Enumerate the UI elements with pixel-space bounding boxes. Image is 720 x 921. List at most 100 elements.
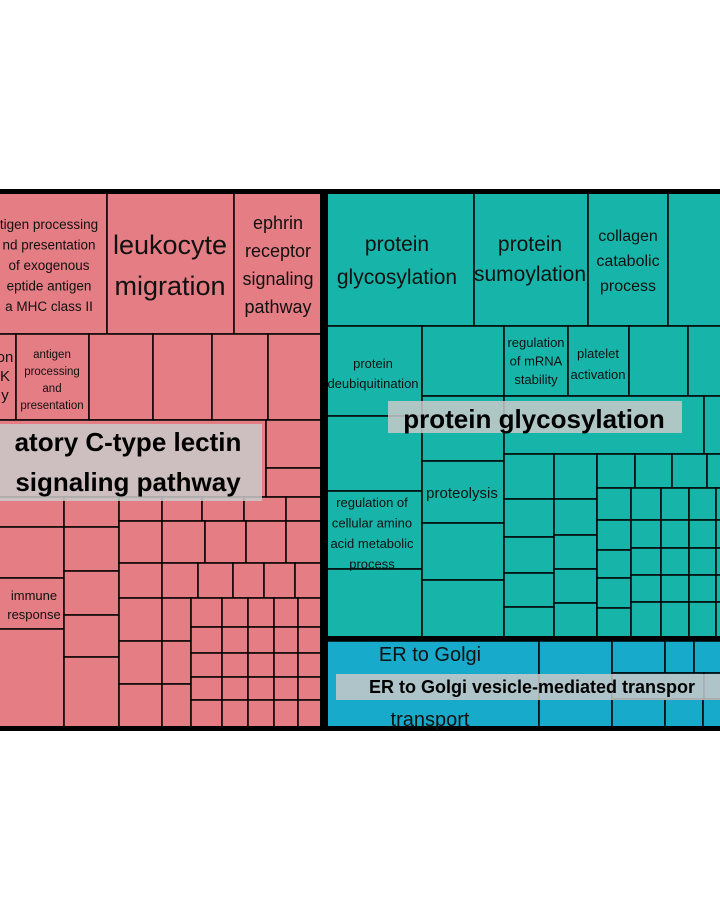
term-label: activation	[571, 367, 626, 382]
treemap-cell	[596, 519, 632, 551]
term-label: pathway	[244, 297, 311, 317]
treemap-cell	[660, 487, 690, 521]
treemap-cell	[265, 419, 322, 469]
treemap-cell	[596, 577, 632, 609]
treemap-cell	[664, 640, 695, 674]
term-label: sumoylation	[474, 263, 586, 286]
treemap-cell	[273, 597, 299, 628]
term-label: ER to Golgi	[379, 644, 481, 666]
term-label: processing	[24, 366, 80, 378]
treemap-cell	[421, 460, 505, 524]
treemap-cell	[688, 547, 717, 576]
term-label: migration	[114, 271, 225, 301]
term-label: protein	[365, 233, 429, 256]
treemap-cell	[0, 526, 65, 579]
treemap-cell	[421, 579, 505, 638]
group-border	[323, 636, 720, 731]
treemap-cell	[715, 601, 720, 638]
treemap-cell	[715, 574, 720, 603]
group-label: protein glycosylation	[403, 404, 665, 434]
term-label: y	[1, 387, 9, 404]
treemap-cell	[671, 453, 708, 489]
term-label: transport	[391, 709, 470, 731]
treemap-cell	[628, 325, 689, 397]
treemap-cell	[596, 487, 632, 521]
treemap-cell	[265, 467, 322, 498]
treemap-cell	[267, 333, 322, 421]
treemap-cell	[247, 699, 275, 728]
treemap-cell	[0, 496, 65, 528]
treemap-cell	[473, 192, 589, 327]
treemap-cell	[297, 626, 322, 654]
term-label: K	[0, 368, 10, 385]
term-label: ephrin	[253, 213, 303, 233]
treemap-cell	[297, 652, 322, 678]
treemap-cell	[211, 333, 269, 421]
treemap-cell	[421, 325, 505, 397]
treemap-cell	[553, 602, 598, 638]
treemap-cell	[567, 325, 630, 397]
term-label: process	[600, 278, 656, 295]
treemap-cell	[596, 549, 632, 579]
treemap-cell	[703, 395, 720, 455]
group-label-background	[336, 674, 720, 700]
treemap-cell	[688, 519, 717, 549]
treemap-cell	[190, 597, 223, 628]
treemap-cell	[63, 526, 120, 572]
treemap-cell	[660, 601, 690, 638]
group-label-background	[0, 424, 262, 501]
treemap-cell	[88, 333, 154, 421]
treemap-cell	[596, 607, 632, 638]
treemap-cell	[118, 520, 163, 564]
treemap-cell	[503, 325, 569, 397]
term-label: eptide antigen	[7, 279, 92, 294]
treemap-cell	[263, 562, 296, 599]
treemap-cell	[553, 498, 598, 536]
treemap-cell	[297, 597, 322, 628]
treemap-cell	[233, 192, 322, 335]
treemap-cell	[221, 652, 249, 678]
treemap-cell	[273, 626, 299, 654]
term-label: nd presentation	[2, 238, 95, 253]
treemap-cell	[611, 640, 666, 674]
treemap-cell	[503, 606, 555, 638]
treemap-cell	[273, 652, 299, 678]
term-label: receptor	[245, 241, 311, 261]
term-label: collagen	[598, 228, 658, 245]
term-label: leukocyte	[113, 230, 227, 260]
treemap-cell	[161, 683, 192, 728]
term-label: presentation	[20, 400, 83, 412]
treemap-cell	[118, 683, 163, 728]
term-label: acid metabolic	[330, 536, 414, 551]
treemap-cell	[688, 574, 717, 603]
treemap-cell	[247, 652, 275, 678]
treemap-cell	[664, 698, 704, 728]
term-label: and	[42, 383, 61, 395]
term-label: immune	[11, 588, 57, 603]
term-label: a MHC class II	[5, 299, 93, 314]
treemap-cell	[245, 520, 287, 564]
treemap-cell	[715, 487, 720, 521]
term-label: antigen	[33, 349, 71, 361]
treemap-cell	[221, 597, 249, 628]
group-border	[0, 189, 325, 731]
treemap-cell	[190, 676, 223, 701]
term-label: protein	[353, 356, 393, 371]
treemap-cell	[161, 597, 192, 642]
term-label: on	[0, 349, 13, 366]
treemap-cell	[688, 601, 717, 638]
term-label: tigen processing	[0, 217, 98, 232]
treemap-cell	[596, 453, 636, 489]
treemap-cell	[273, 676, 299, 701]
term-label: glycosylation	[337, 266, 457, 289]
term-label: proteolysis	[426, 485, 498, 502]
treemap-cell	[326, 568, 423, 638]
treemap-cell	[247, 597, 275, 628]
group-label: signaling pathway	[15, 467, 241, 497]
treemap-cell	[204, 520, 247, 564]
treemap-cell	[503, 536, 555, 574]
treemap-cell	[587, 192, 669, 327]
treemap-cell	[273, 699, 299, 728]
treemap-cell	[630, 601, 662, 638]
treemap-cell	[152, 333, 213, 421]
